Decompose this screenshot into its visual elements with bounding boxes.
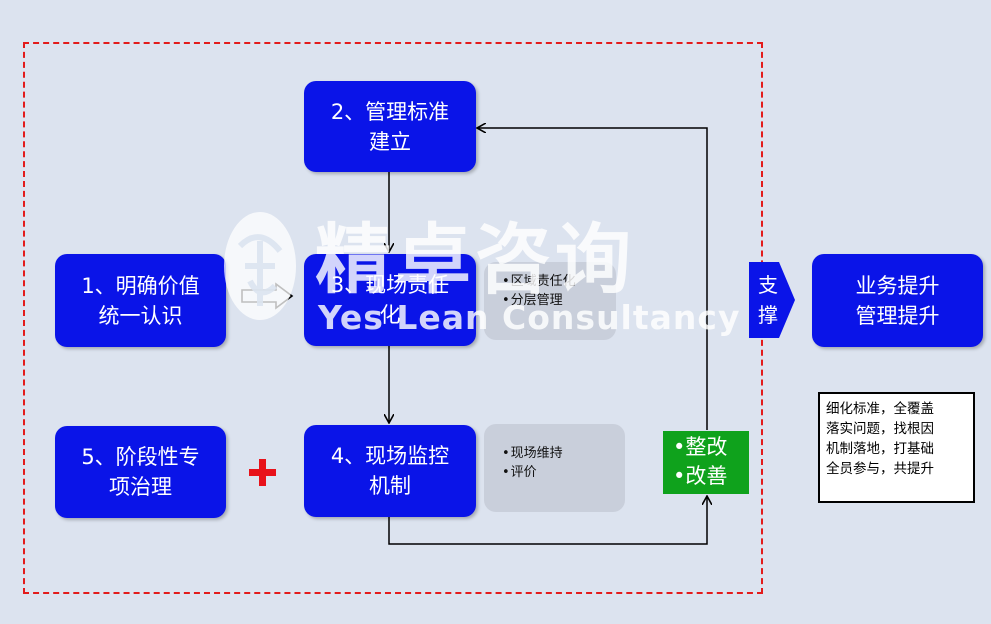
box-management-standard: 2、管理标准 建立 bbox=[304, 81, 476, 172]
watermark-chinese: 精卓咨询 bbox=[315, 215, 635, 304]
pentagon-arrow-icon bbox=[749, 262, 795, 338]
support-label: 支 撑 bbox=[758, 273, 778, 327]
improve-item: 整改 bbox=[673, 433, 749, 462]
box-clarify-value: 1、明确价值 统一认识 bbox=[55, 254, 226, 347]
loop-improve-to-2 bbox=[478, 128, 708, 430]
improve-item: 改善 bbox=[673, 462, 749, 491]
box-stage-special-governance: 5、阶段性专 项治理 bbox=[55, 426, 226, 518]
note-item: 分层管理 bbox=[502, 291, 602, 310]
note-item: 现场维持 bbox=[502, 444, 611, 463]
improve-box: 整改 改善 bbox=[663, 431, 749, 494]
note-item: 评价 bbox=[502, 463, 611, 482]
box-on-site-responsibility: 3、现场责任 化 bbox=[304, 254, 476, 346]
note-item: 区域责任化 bbox=[502, 272, 602, 291]
watermark-seal-icon bbox=[224, 212, 296, 320]
box-on-site-monitoring: 4、现场监控 机制 bbox=[304, 425, 476, 517]
note-on-site-monitoring: 现场维持 评价 bbox=[484, 424, 625, 512]
support-arrow: 支 撑 bbox=[749, 262, 795, 338]
box-business-improvement: 业务提升 管理提升 bbox=[812, 254, 983, 347]
note-on-site-responsibility: 区域责任化 分层管理 bbox=[484, 262, 616, 340]
description-box: 细化标准，全覆盖 落实问题，找根因 机制落地，打基础 全员参与，共提升 bbox=[818, 392, 975, 503]
loop-4-to-improve bbox=[388, 497, 707, 545]
watermark-english: Yes Lean Consultancy bbox=[318, 298, 741, 337]
plus-icon bbox=[249, 459, 276, 486]
